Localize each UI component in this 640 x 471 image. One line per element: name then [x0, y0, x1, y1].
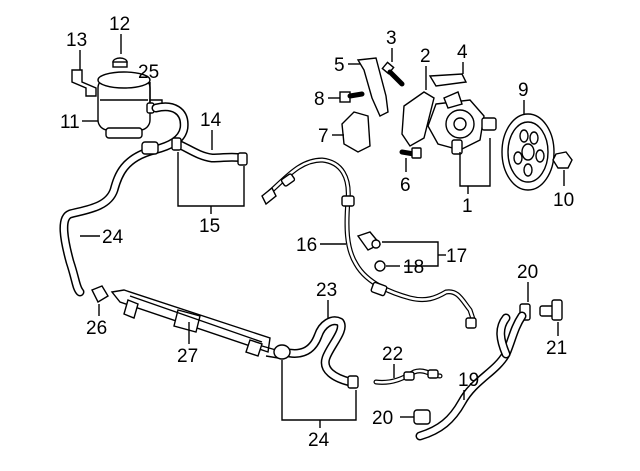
hose-14 — [171, 137, 248, 166]
return-hose-25 — [59, 102, 189, 297]
callout-21: 21 — [546, 338, 567, 359]
pressure-line-16 — [261, 157, 477, 329]
reservoir-bracket-part — [71, 69, 97, 97]
power-steering-pump-1 — [427, 91, 497, 155]
bolt-6 — [399, 147, 422, 159]
steering-gear-28 — [110, 289, 279, 359]
return-hose-19 — [415, 311, 527, 441]
bracket-7 — [341, 111, 371, 153]
callout-26: 25 — [138, 62, 159, 83]
callout-23: 23 — [316, 280, 337, 301]
callout-16: 16 — [296, 235, 317, 256]
callout-7: 7 — [318, 126, 329, 147]
callout-5: 5 — [334, 55, 345, 76]
callout-20-upper: 20 — [517, 262, 538, 283]
callout-19: 19 — [458, 370, 479, 391]
bolt-3 — [381, 61, 405, 87]
callout-20-lower: 20 — [372, 408, 393, 429]
callout-1: 1 — [462, 196, 473, 217]
bracket-4 — [428, 73, 468, 87]
pressure-switch-17 — [356, 231, 382, 251]
hose-23 — [273, 316, 359, 389]
callout-3: 3 — [386, 28, 397, 49]
pump-bracket-2 — [401, 91, 435, 147]
callout-15: 15 — [199, 216, 220, 237]
callout-8: 8 — [314, 89, 325, 110]
callout-4: 4 — [457, 42, 468, 63]
callout-2: 2 — [420, 46, 431, 67]
callout-18: 18 — [403, 257, 424, 278]
callout-13: 13 — [66, 30, 87, 51]
bracket-5 — [356, 57, 389, 117]
nut-10 — [552, 151, 573, 169]
callout-12: 12 — [109, 14, 130, 35]
o-ring-18 — [374, 260, 386, 272]
callout-labels: 13 12 25 11 14 15 24 26 27 5 3 2 4 8 7 6… — [60, 14, 574, 451]
pulley-9 — [501, 113, 555, 191]
pipe-22 — [373, 368, 443, 385]
callout-14: 14 — [200, 110, 222, 131]
clamp-27-part — [91, 285, 109, 303]
fitting-21 — [539, 299, 563, 321]
clamp-20-lower — [413, 409, 431, 425]
callout-17: 17 — [446, 246, 467, 267]
callout-22: 22 — [382, 344, 403, 365]
callout-10: 10 — [553, 190, 574, 211]
callout-27: 26 — [86, 318, 107, 339]
callout-25: 24 — [102, 227, 124, 248]
bolt-8 — [339, 91, 365, 103]
callout-9: 9 — [518, 80, 529, 101]
callout-11: 11 — [60, 112, 80, 133]
reservoir-cap-part — [112, 57, 128, 68]
callout-6: 6 — [400, 175, 411, 196]
leader-lines — [79, 34, 565, 428]
callout-24: 24 — [308, 430, 330, 451]
callout-28: 27 — [177, 346, 198, 367]
